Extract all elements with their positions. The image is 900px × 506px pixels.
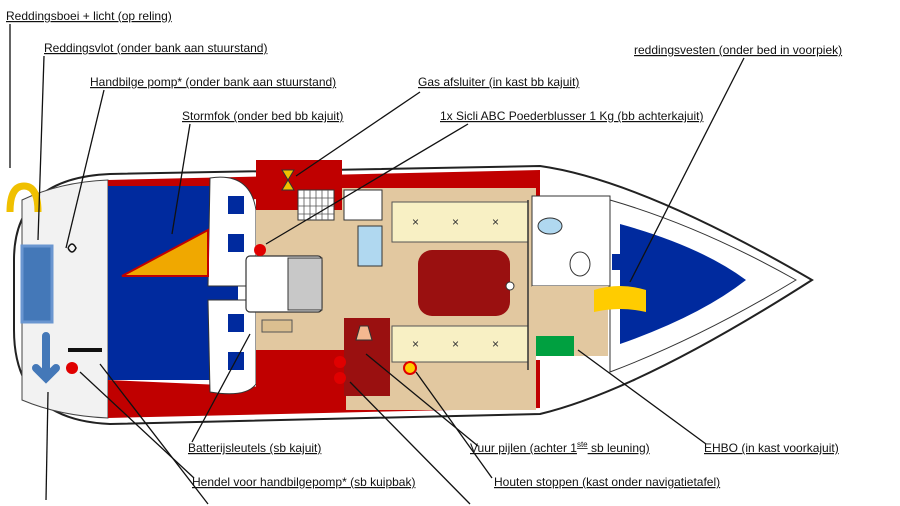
leader-line xyxy=(295,91,421,177)
battery-key-marker xyxy=(334,356,346,368)
pump-handle-marker xyxy=(66,362,78,374)
label-reddingsboei: Reddingsboei + licht (op reling) xyxy=(6,9,172,23)
leader-line xyxy=(99,363,209,505)
label-houten: Houten stoppen (kast onder navigatietafe… xyxy=(494,475,720,489)
label-vesten: reddingsvesten (onder bed in voorpiek) xyxy=(634,43,842,57)
flare-cone-icon xyxy=(355,325,373,341)
leader-line xyxy=(349,381,471,505)
seat-marker: × xyxy=(452,215,459,229)
companionway-steps xyxy=(261,319,293,333)
label-hendel: Hendel voor handbilgepomp* (sb kuipbak) xyxy=(192,475,415,489)
flares-marker xyxy=(403,361,417,375)
leader-line xyxy=(65,89,105,249)
label-vuurpijlen: Vuur pijlen (achter 1ste sb leuning) xyxy=(470,440,650,455)
wooden-plugs-marker xyxy=(334,372,346,384)
pillow xyxy=(228,196,244,214)
storm-jib-sail xyxy=(121,228,209,277)
toilet xyxy=(569,251,591,277)
label-stormfok: Stormfok (onder bed bb kajuit) xyxy=(182,109,343,123)
forepeak-berth xyxy=(620,224,746,344)
seat-marker: × xyxy=(412,337,419,351)
seat-marker: × xyxy=(492,337,499,351)
leader-line xyxy=(171,123,191,235)
sink xyxy=(343,189,383,221)
label-ehbo: EHBO (in kast voorkajuit) xyxy=(704,441,839,455)
leader-line xyxy=(415,371,493,479)
leader-line xyxy=(577,349,707,445)
lifejacket xyxy=(594,286,646,312)
bilge-pump-icon xyxy=(67,243,77,253)
heads xyxy=(531,195,611,287)
label-blusser: 1x Sicli ABC Poederblusser 1 Kg (bb acht… xyxy=(440,109,703,123)
engine-cover xyxy=(287,257,323,311)
heads-basin xyxy=(537,217,563,235)
label-batterij: Batterijsleutels (sb kajuit) xyxy=(188,441,321,455)
leader-line xyxy=(37,55,45,241)
saloon-seat-port xyxy=(391,201,529,243)
pump-handle-icon xyxy=(68,348,102,352)
first-aid-box xyxy=(536,336,574,356)
pillow xyxy=(228,234,244,252)
pillow xyxy=(228,314,244,332)
fridge xyxy=(357,225,383,267)
seat-marker: × xyxy=(412,215,419,229)
mast xyxy=(505,281,515,291)
leader-line xyxy=(629,57,745,283)
leader-line xyxy=(365,353,479,447)
label-reddingsvlot: Reddingsvlot (onder bank aan stuurstand) xyxy=(44,41,267,55)
leader-line xyxy=(191,333,251,443)
seat-marker: × xyxy=(452,337,459,351)
leader-line xyxy=(45,391,49,501)
saloon-table xyxy=(418,250,510,316)
saloon-seat-starboard xyxy=(391,325,529,363)
nav-table-cabinet xyxy=(256,350,346,410)
fire-extinguisher-marker xyxy=(254,244,266,256)
lifebuoy-icon xyxy=(6,182,42,213)
stove-grid xyxy=(298,190,334,220)
label-gas: Gas afsluiter (in kast bb kajuit) xyxy=(418,75,579,89)
gas-valve-icon xyxy=(281,169,295,191)
liferaft-icon xyxy=(20,244,54,324)
pillow xyxy=(612,254,626,270)
tiller-icon xyxy=(32,332,60,384)
leader-line xyxy=(265,123,469,245)
seat-marker: × xyxy=(492,215,499,229)
label-handbilge: Handbilge pomp* (onder bank aan stuursta… xyxy=(90,75,336,89)
